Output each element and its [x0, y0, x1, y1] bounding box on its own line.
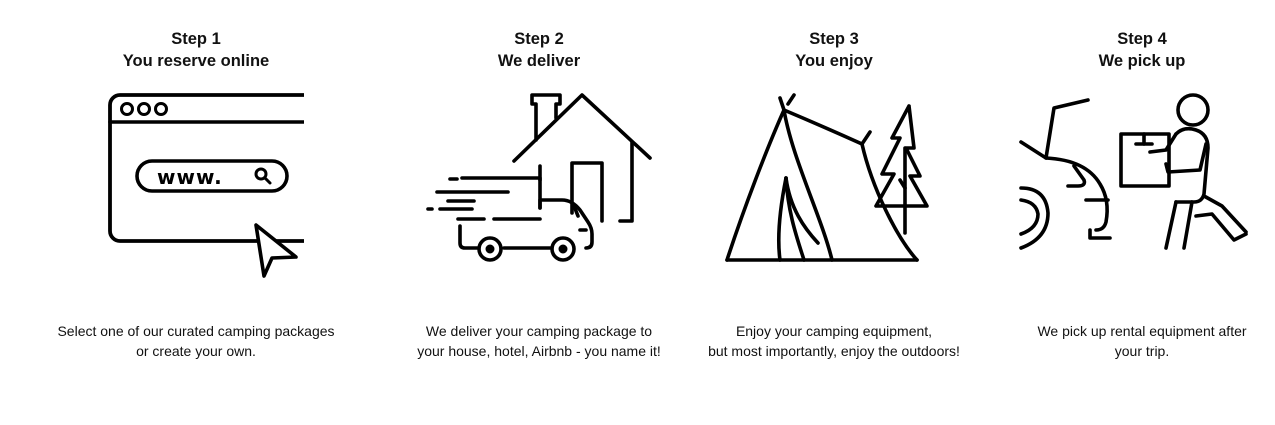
step-3-title: You enjoy — [795, 52, 873, 70]
step-1: Step 1 You reserve online www. Select on… — [40, 0, 352, 425]
step-2-heading: Step 2 We deliver — [380, 28, 698, 72]
step-3-desc-line-1: Enjoy your camping equipment, — [735, 323, 933, 339]
url-text: www. — [157, 165, 223, 189]
step-1-heading: Step 1 You reserve online — [40, 28, 352, 72]
step-4-label: Step 4 — [1117, 30, 1167, 48]
step-4: Step 4 We pick up — [1016, 0, 1268, 425]
step-3-heading: Step 3 You enjoy — [686, 28, 982, 72]
step-1-title: You reserve online — [122, 52, 270, 70]
step-4-description: We pick up rental equipment after your t… — [1016, 321, 1268, 361]
step-1-desc-line-1: Select one of our curated camping packag… — [57, 323, 335, 339]
tent-tree-icon — [722, 88, 947, 268]
browser-www-search-icon: www. — [104, 88, 304, 283]
step-1-desc-line-2: or create your own. — [136, 343, 256, 359]
step-2-desc-line-1: We deliver your camping package to — [425, 323, 653, 339]
step-3: Step 3 You enjoy Enjoy — [686, 0, 982, 425]
step-2: Step 2 We deliver — [380, 0, 698, 425]
person-carrying-box-car-icon — [1016, 88, 1256, 268]
step-4-desc-line-1: We pick up rental equipment after — [1037, 323, 1247, 339]
step-1-label: Step 1 — [171, 30, 221, 48]
step-3-desc-line-2: but most importantly, enjoy the outdoors… — [708, 343, 960, 359]
step-2-description: We deliver your camping package to your … — [380, 321, 698, 361]
step-4-desc-line-2: your trip. — [1114, 343, 1170, 359]
step-3-description: Enjoy your camping equipment, but most i… — [686, 321, 982, 361]
step-2-title: We deliver — [497, 52, 581, 70]
step-1-description: Select one of our curated camping packag… — [40, 321, 352, 361]
step-3-label: Step 3 — [809, 30, 859, 48]
step-4-title: We pick up — [1098, 52, 1186, 70]
step-2-label: Step 2 — [514, 30, 564, 48]
step-4-heading: Step 4 We pick up — [1016, 28, 1268, 72]
delivery-truck-house-icon — [422, 88, 657, 268]
step-2-desc-line-2: your house, hotel, Airbnb - you name it! — [417, 343, 661, 359]
